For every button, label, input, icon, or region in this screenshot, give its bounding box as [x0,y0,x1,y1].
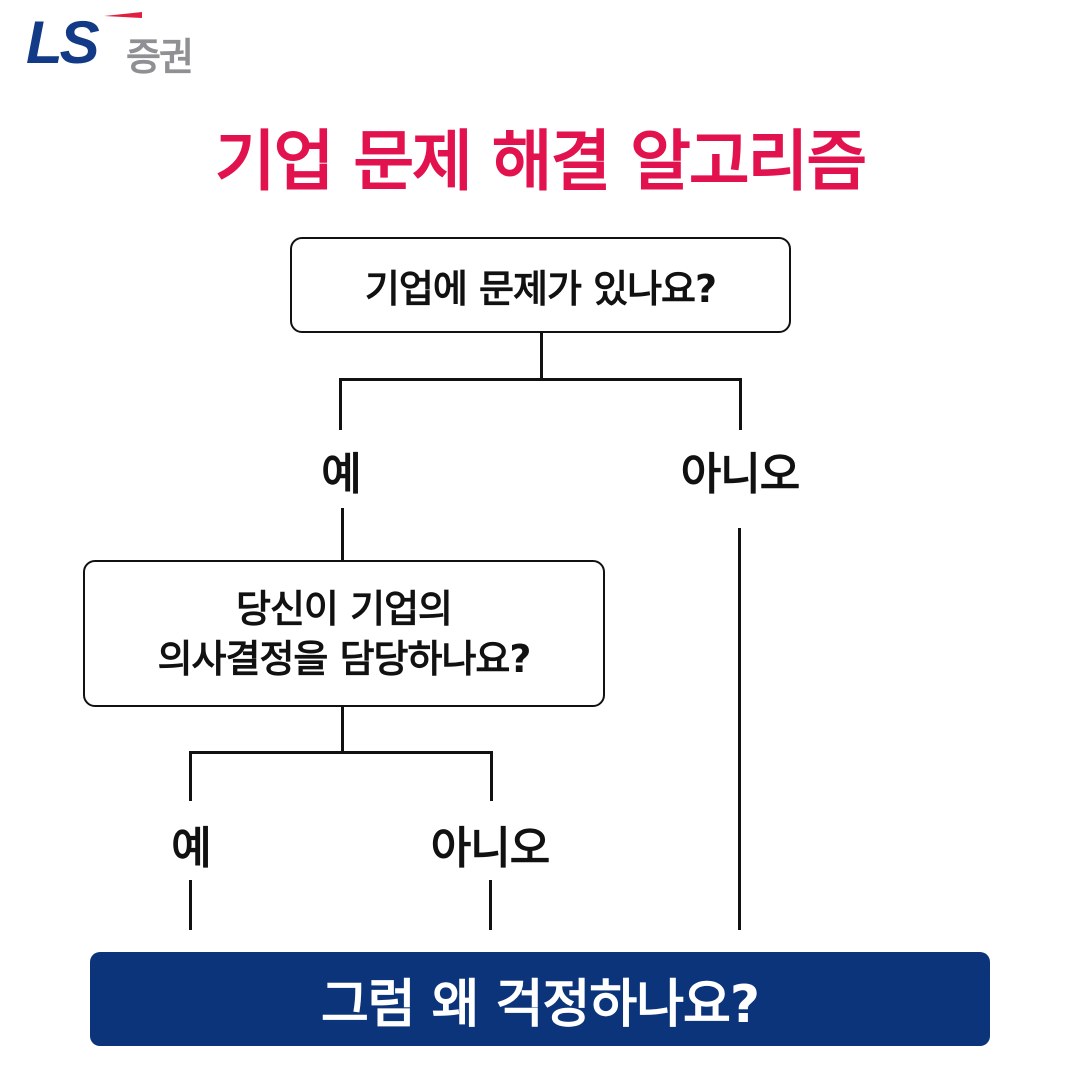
logo-ls: LS [26,9,100,76]
connector [189,880,192,930]
connector [341,706,344,753]
question-box-1: 기업에 문제가 있나요? [290,237,791,333]
question-box-2: 당신이 기업의 의사결정을 담당하나요? [83,560,605,707]
conclusion-banner: 그럼 왜 걱정하나요? [90,952,990,1046]
connector [341,508,344,561]
q1-yes-label: 예 [321,449,361,500]
question2-line2: 의사결정을 담당하나요? [157,636,532,681]
connector [339,378,742,381]
connector [339,378,342,430]
page-title: 기업 문제 해결 알고리즘 [214,123,867,200]
connector [540,332,543,381]
question2-line1: 당신이 기업의 [236,586,453,631]
connector [739,378,742,430]
q2-no-label: 아니오 [430,823,550,874]
connector [189,751,493,754]
connector [189,751,192,801]
q1-no-label: 아니오 [680,449,800,500]
connector [738,528,741,930]
connector [489,880,492,930]
logo-accent-icon [104,12,142,22]
q2-yes-label: 예 [171,823,211,874]
connector [490,751,493,801]
logo-suffix: 증권 [126,35,194,79]
